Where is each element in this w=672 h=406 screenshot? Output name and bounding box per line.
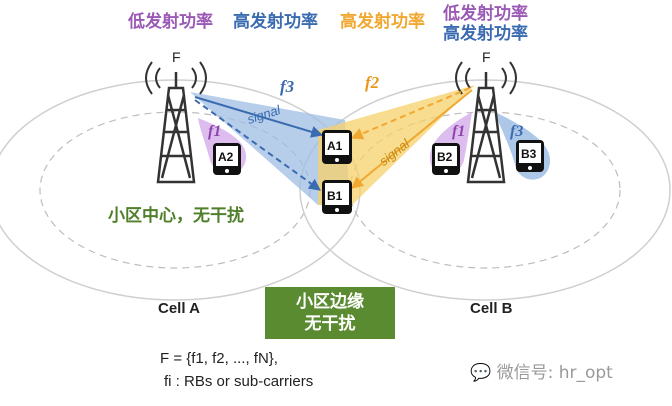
f3-interference-arrow-b1 [194,99,321,191]
f2-signal-arrow-b1 [351,89,473,189]
cell-a-label: Cell A [158,300,200,317]
f3-high-power-beam [190,92,350,205]
wechat-icon: 💬 [470,363,492,383]
legend-line2: fi : RBs or sub-carriers [164,373,314,390]
legend-line1: F = {f1, f2, ..., fN}, [160,350,278,367]
cell-center-note: 小区中心，无干扰 [108,206,244,226]
f1-label-left: f1 [208,123,221,140]
f2-high-power-beam [318,85,475,205]
device-a1-label: A1 [327,139,343,153]
left-base-station-icon [145,61,207,184]
device-b3-icon [516,140,544,172]
cell-edge-line1: 小区边缘 [296,292,364,312]
f3-label-right: f3 [510,123,523,140]
header-right-low-power: 低发射功率 [443,4,528,24]
device-b2-label: B2 [437,150,453,164]
header-right-high-power: 高发射功率 [340,12,425,32]
cell-edge-box: 小区边缘 无干扰 [265,287,395,339]
right-tower-symbol: F [482,49,491,65]
right-base-station-icon [455,61,517,184]
cell-b-label: Cell B [470,300,513,317]
device-b1-label: B1 [327,189,343,203]
device-a2-label: A2 [218,150,234,164]
device-a2-icon [213,143,241,175]
header-left-high-power: 高发射功率 [233,12,318,32]
device-b1-icon [322,180,352,214]
header-right-high-power-2: 高发射功率 [443,24,528,44]
device-b2-icon [432,143,460,175]
left-tower-symbol: F [172,49,181,65]
device-b3-label: B3 [521,147,537,161]
f3-signal-arrow-a1 [194,96,324,138]
f2-label-center: f2 [365,73,380,92]
device-a1-icon [322,130,352,164]
watermark: 💬 微信号: hr_opt [470,358,613,383]
header-left-low-power: 低发射功率 [128,12,213,32]
f1-label-right: f1 [452,123,465,140]
watermark-text: 微信号: hr_opt [496,363,613,383]
cell-edge-line2: 无干扰 [304,314,356,334]
f2-interference-arrow-a1 [350,87,471,140]
f3-label-center: f3 [280,77,295,96]
